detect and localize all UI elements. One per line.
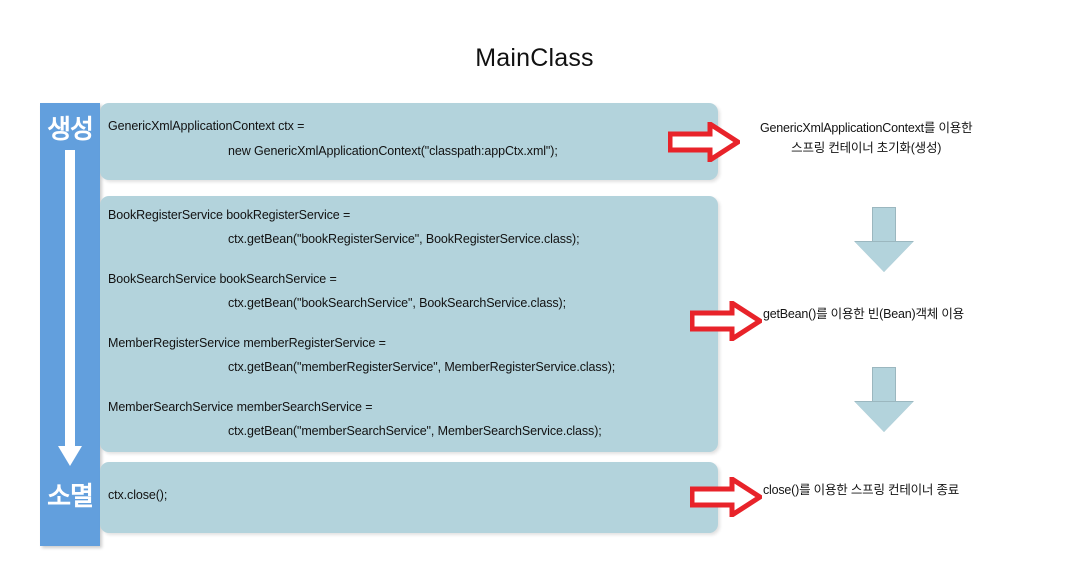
- code-line: MemberSearchService memberSearchService …: [108, 400, 373, 414]
- lifecycle-end-label: 소멸: [47, 481, 94, 511]
- arrow-head: [855, 402, 913, 432]
- annotation-container-creation: GenericXmlApplicationContext를 이용한 스프링 컨테…: [760, 118, 973, 158]
- arrow-head: [58, 446, 82, 466]
- flow-down-arrow-icon: [854, 367, 914, 433]
- bean-usage-code-block: BookRegisterService bookRegisterService …: [100, 196, 718, 452]
- annotation-line: GenericXmlApplicationContext를 이용한: [760, 121, 973, 135]
- flow-down-arrow-icon: [854, 207, 914, 273]
- code-line: ctx.close();: [108, 488, 168, 502]
- code-line: new GenericXmlApplicationContext("classp…: [228, 144, 558, 158]
- annotation-line: close()를 이용한 스프링 컨테이너 종료: [763, 483, 960, 497]
- code-line: GenericXmlApplicationContext ctx =: [108, 119, 305, 133]
- lifecycle-start-label: 생성: [47, 114, 94, 144]
- arrow-shaft: [65, 150, 75, 450]
- callout-right-arrow-icon: [668, 122, 740, 162]
- lifecycle-sidebar: 생성 소멸: [40, 103, 100, 546]
- arrow-head: [855, 242, 913, 272]
- callout-right-arrow-icon: [690, 301, 762, 341]
- annotation-container-close: close()를 이용한 스프링 컨테이너 종료: [763, 480, 959, 500]
- annotation-bean-usage: getBean()를 이용한 빈(Bean)객체 이용: [763, 304, 964, 324]
- code-line: BookSearchService bookSearchService =: [108, 272, 337, 286]
- down-arrow-icon: [40, 150, 100, 477]
- code-line: ctx.getBean("memberSearchService", Membe…: [228, 424, 602, 438]
- container-close-code-block: ctx.close();: [100, 462, 718, 533]
- page-title: MainClass: [475, 44, 594, 72]
- code-line: ctx.getBean("bookRegisterService", BookR…: [228, 232, 580, 246]
- arrow-shaft: [872, 367, 896, 403]
- annotation-line: 스프링 컨테이너 초기화(생성): [791, 141, 942, 155]
- annotation-line: getBean()를 이용한 빈(Bean)객체 이용: [763, 307, 964, 321]
- callout-right-arrow-icon: [690, 477, 762, 517]
- container-creation-code-block: GenericXmlApplicationContext ctx = new G…: [100, 103, 718, 180]
- code-line: MemberRegisterService memberRegisterServ…: [108, 336, 386, 350]
- code-line: ctx.getBean("memberRegisterService", Mem…: [228, 360, 616, 374]
- arrow-shaft: [872, 207, 896, 243]
- code-line: ctx.getBean("bookSearchService", BookSea…: [228, 296, 566, 310]
- code-line: BookRegisterService bookRegisterService …: [108, 208, 351, 222]
